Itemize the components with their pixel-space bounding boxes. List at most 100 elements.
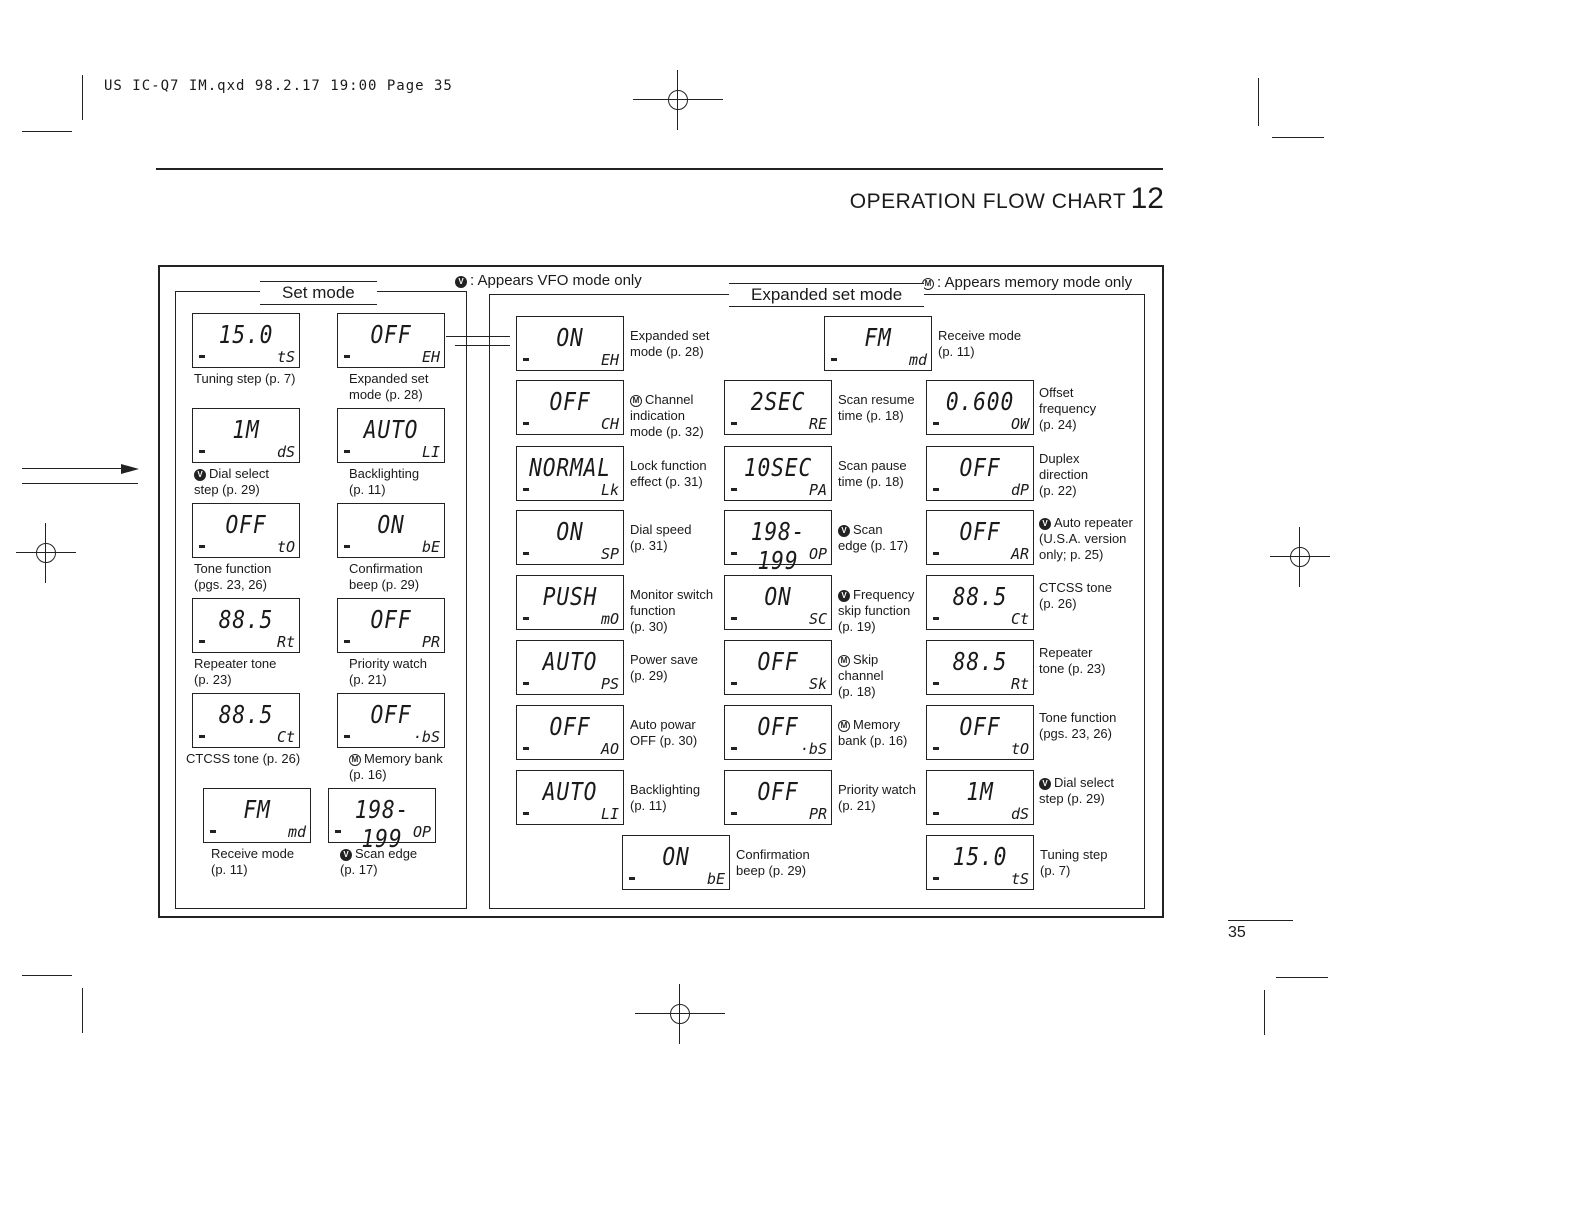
lcd-bar-icon — [199, 735, 205, 738]
setting-label: Confirmation beep (p. 29) — [736, 847, 810, 879]
setting-label: Expanded set mode (p. 28) — [630, 328, 710, 360]
vfo-mark-icon: V — [838, 590, 850, 602]
lcd-bar-icon — [523, 747, 529, 750]
lcd-sub-code: LI — [600, 805, 619, 823]
setting-label-text: Offset frequency (p. 24) — [1039, 385, 1097, 432]
lcd-sub-code: bE — [706, 870, 725, 888]
setting-label-text: Tuning step (p. 7) — [194, 371, 296, 386]
vfo-mark-icon: V — [455, 276, 467, 288]
setting-label: Scan pause time (p. 18) — [838, 458, 907, 490]
setting-label-text: Backlighting (p. 11) — [349, 466, 420, 497]
lcd-main-value: 0.600 — [945, 387, 1015, 416]
lcd-main-value: PUSH — [542, 582, 598, 611]
lcd-sub-code: Ct — [1010, 610, 1029, 628]
lcd-bar-icon — [933, 422, 939, 425]
crop-mark — [82, 988, 83, 1033]
lcd-bar-icon — [933, 488, 939, 491]
crop-mark — [1276, 977, 1328, 978]
lcd-bar-icon — [831, 358, 837, 361]
setting-label-text: Repeater tone (p. 23) — [1039, 645, 1106, 676]
lcd-main-value: OFF — [757, 712, 799, 741]
setting-label-text: Scan edge (p. 17) — [838, 522, 909, 553]
setting-label-text: Memory bank (p. 16) — [349, 751, 443, 782]
setting-label-text: Monitor switch function (p. 30) — [630, 587, 714, 634]
setting-label-text: Receive mode (p. 11) — [938, 328, 1022, 359]
lcd-bar-icon — [933, 812, 939, 815]
lcd-bar-icon — [199, 545, 205, 548]
lcd-bar-icon — [199, 450, 205, 453]
lcd-bar-icon — [344, 355, 350, 358]
setting-label: CTCSS tone (p. 26) — [1039, 580, 1112, 612]
setting-label: Power save (p. 29) — [630, 652, 698, 684]
lcd-main-value: 15.0 — [952, 842, 1008, 871]
lcd-main-value: 198-199 — [750, 517, 806, 575]
memory-mark-icon: M — [349, 754, 361, 766]
page-title: OPERATION FLOW CHART 12 — [850, 182, 1164, 216]
connector-line — [446, 336, 510, 337]
crop-mark — [1272, 137, 1324, 138]
page-title-text: OPERATION FLOW CHART — [849, 190, 1127, 213]
lcd-main-value: FM — [243, 795, 271, 824]
lcd-sub-code: tO — [1010, 740, 1029, 758]
setting-label-text: Duplex direction (p. 22) — [1039, 451, 1089, 498]
lcd-bar-icon — [344, 735, 350, 738]
lcd-sub-code: tO — [276, 538, 295, 556]
setting-label: Expanded set mode (p. 28) — [349, 371, 429, 403]
lcd-sub-code: Lk — [600, 481, 619, 499]
lcd-main-value: 1M — [966, 777, 994, 806]
lcd-main-value: OFF — [757, 647, 799, 676]
setting-label: Repeater tone (p. 23) — [194, 656, 276, 688]
setting-label: Tuning step (p. 7) — [194, 371, 295, 387]
lcd-sub-code: PS — [600, 675, 619, 693]
setting-label-text: Expanded set mode (p. 28) — [349, 371, 429, 402]
lcd-main-value: OFF — [370, 320, 412, 349]
lcd-bar-icon — [335, 830, 341, 833]
registration-mark — [635, 984, 725, 1044]
chapter-number: 12 — [1130, 182, 1164, 215]
lcd-sub-code: OP — [808, 545, 827, 563]
lcd-sub-code: AR — [1010, 545, 1029, 563]
setting-label-text: Power save (p. 29) — [630, 652, 698, 683]
setting-label: Auto powar OFF (p. 30) — [630, 717, 697, 749]
lcd-bar-icon — [731, 812, 737, 815]
lcd-bar-icon — [629, 877, 635, 880]
vfo-mark-icon: V — [194, 469, 206, 481]
lcd-sub-code: CH — [600, 415, 619, 433]
side-rule — [22, 483, 138, 484]
setting-label: Tone function (pgs. 23, 26) — [1039, 710, 1116, 742]
vfo-note: V: Appears VFO mode only — [455, 272, 642, 289]
lcd-bar-icon — [731, 617, 737, 620]
lcd-bar-icon — [199, 355, 205, 358]
setting-label-text: Tuning step (p. 7) — [1040, 847, 1108, 878]
lcd-main-value: NORMAL — [529, 453, 611, 482]
lcd-sub-code: AO — [600, 740, 619, 758]
crop-mark — [82, 75, 83, 120]
lcd-sub-code: md — [908, 351, 927, 369]
vfo-note-text: Appears VFO mode only — [477, 272, 642, 289]
memory-mark-icon: M — [838, 655, 850, 667]
lcd-bar-icon — [523, 552, 529, 555]
flow-chart-frame — [158, 265, 1164, 918]
lcd-main-value: 88.5 — [218, 605, 274, 634]
setting-label: Tone function (pgs. 23, 26) — [194, 561, 271, 593]
lcd-display: OFF·bS — [337, 693, 445, 748]
lcd-sub-code: Ct — [276, 728, 295, 746]
